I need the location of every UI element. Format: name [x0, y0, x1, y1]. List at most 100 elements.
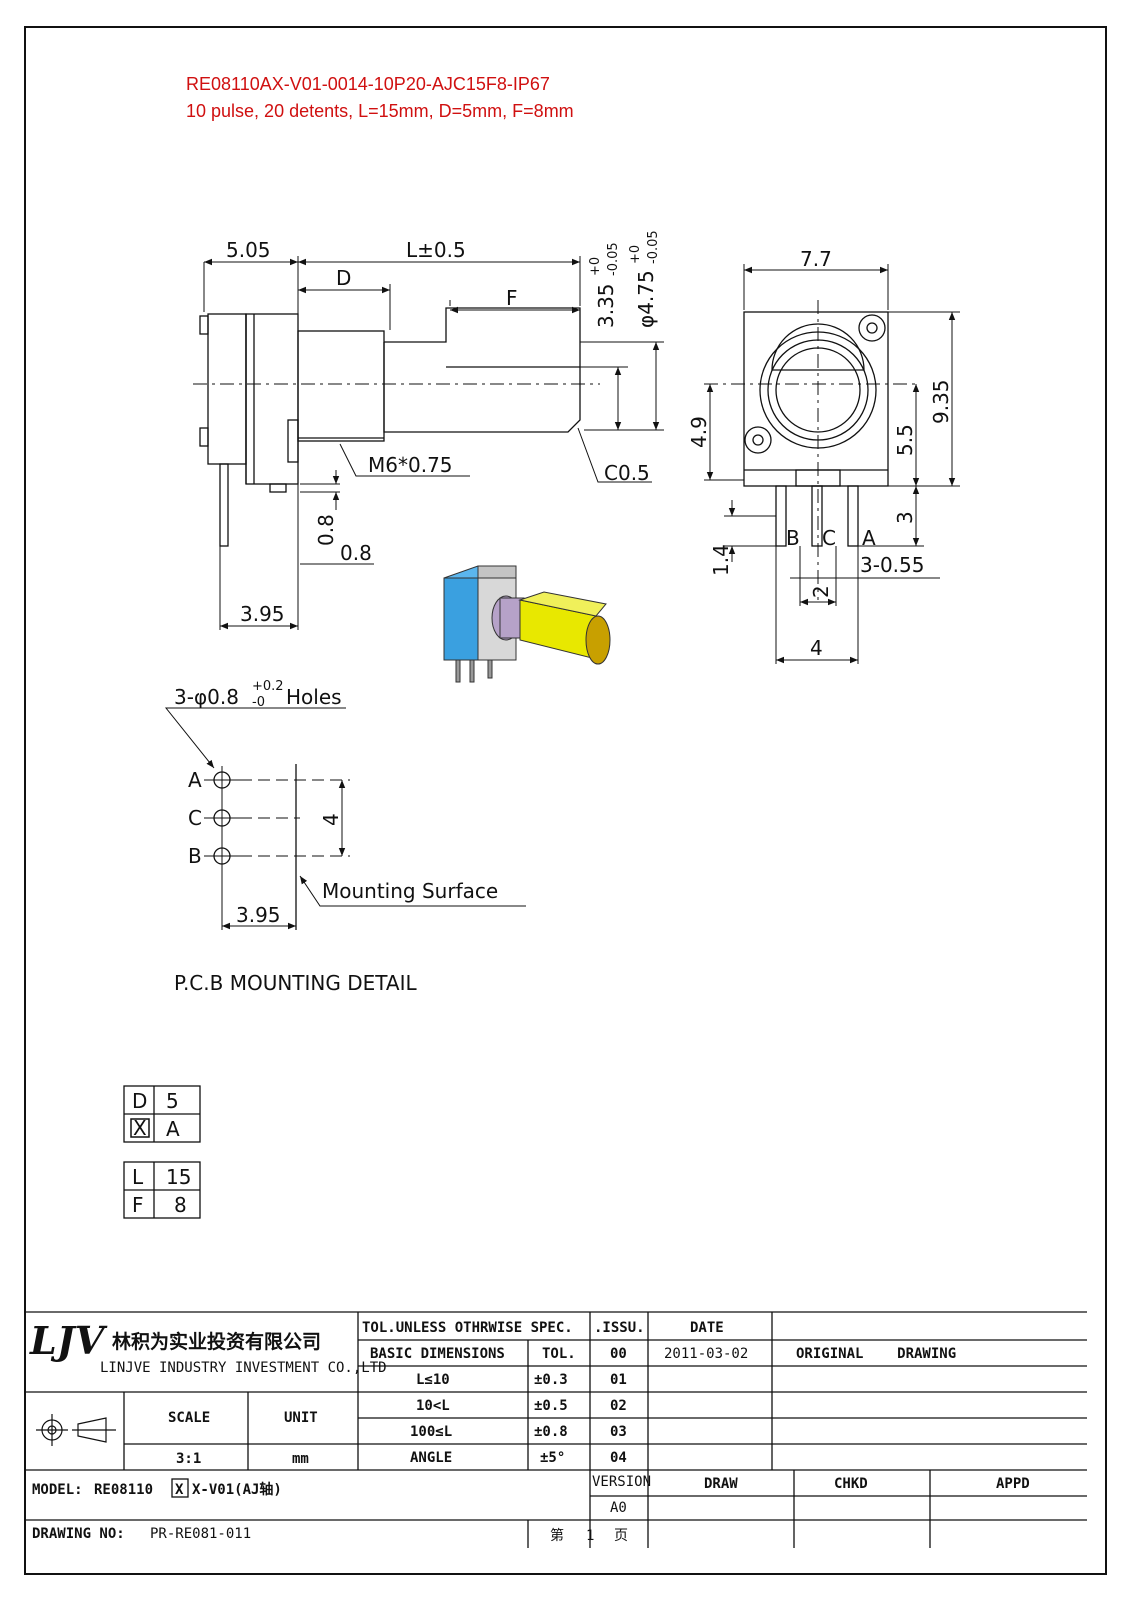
side-bushing — [297, 330, 385, 442]
svg-text:F: F — [132, 1193, 144, 1217]
svg-text:X: X — [175, 1482, 184, 1498]
svg-text:DRAWING NO:: DRAWING NO: — [32, 1526, 125, 1542]
svg-text:A: A — [862, 526, 876, 550]
svg-text:100≤L: 100≤L — [410, 1424, 452, 1440]
pcb-detail-title: P.C.B MOUNTING DETAIL — [174, 971, 418, 995]
svg-text:±0.5: ±0.5 — [534, 1398, 568, 1414]
company-name-cn: 林积为实业投资有限公司 — [112, 1330, 321, 1353]
dim-14: 1.4 — [709, 544, 733, 576]
svg-text:±0.3: ±0.3 — [534, 1372, 568, 1388]
svg-text:1: 1 — [586, 1528, 594, 1544]
svg-text:02: 02 — [610, 1398, 627, 1414]
dim-body: 5.05 — [226, 238, 271, 262]
front-pin-a — [847, 485, 859, 547]
svg-text:8: 8 — [174, 1193, 187, 1217]
dim-flat: 3.35 — [594, 283, 618, 328]
dim-height: 9.35 — [929, 379, 953, 424]
svg-text:15: 15 — [166, 1165, 191, 1189]
side-view: 5.05 L±0.5 D F 3.35 +0 -0.05 φ4.75 +0 -0… — [193, 230, 664, 630]
part-number-title: RE08110AX-V01-0014-10P20-AJC15F8-IP67 — [186, 74, 550, 94]
svg-text:B: B — [188, 844, 202, 868]
svg-text:SCALE: SCALE — [168, 1410, 210, 1426]
svg-text:DATE: DATE — [690, 1320, 724, 1336]
svg-text:L: L — [132, 1165, 144, 1189]
svg-text:+0: +0 — [588, 257, 603, 276]
dim-f: F — [506, 286, 518, 310]
drawing-frame — [24, 26, 1107, 1575]
dim-width: 7.7 — [800, 247, 832, 271]
svg-text:B: B — [786, 526, 800, 550]
dim-55: 5.5 — [893, 424, 917, 456]
svg-text:±5°: ±5° — [540, 1450, 565, 1466]
pcb-mounting-detail: 3-φ0.8 +0.2 -0 Holes A C B 4 Mounting Su… — [164, 679, 526, 995]
side-terminal — [219, 463, 229, 547]
svg-text:BASIC DIMENSIONS: BASIC DIMENSIONS — [370, 1346, 505, 1362]
company-logo: LJV — [29, 1318, 108, 1363]
svg-text:-0.05: -0.05 — [606, 242, 621, 276]
svg-text:00: 00 — [610, 1346, 627, 1362]
svg-text:mm: mm — [292, 1451, 309, 1467]
dim-shaft: φ4.75 — [634, 270, 658, 328]
svg-text:5: 5 — [166, 1089, 179, 1113]
svg-text:TOL.: TOL. — [542, 1346, 576, 1362]
thread-callout: M6*0.75 — [368, 453, 453, 477]
side-body-back — [207, 313, 247, 465]
front-pin-b — [775, 485, 787, 547]
svg-text:DRAW: DRAW — [704, 1476, 738, 1492]
spec-subtitle: 10 pulse, 20 detents, L=15mm, D=5mm, F=8… — [186, 101, 574, 121]
pin-width-callout: 3-0.55 — [860, 553, 924, 577]
front-view: B C A 7.7 9.35 5.5 3 4.9 — [687, 247, 960, 664]
svg-text:01: 01 — [610, 1372, 627, 1388]
svg-text:+0: +0 — [628, 245, 643, 264]
svg-text:+0.2: +0.2 — [252, 679, 284, 694]
svg-text:L≤10: L≤10 — [416, 1372, 450, 1388]
svg-text:A: A — [166, 1117, 180, 1141]
svg-text:X: X — [133, 1116, 147, 1140]
svg-text:±0.8: ±0.8 — [534, 1424, 568, 1440]
svg-text:10<L: 10<L — [416, 1398, 450, 1414]
svg-text:UNIT: UNIT — [284, 1410, 318, 1426]
svg-text:-0: -0 — [252, 695, 265, 710]
svg-text:.ISSU.: .ISSU. — [594, 1320, 645, 1336]
svg-text:页: 页 — [614, 1528, 628, 1544]
svg-text:04: 04 — [610, 1450, 627, 1466]
code-table-d: D 5 X A — [123, 1085, 201, 1143]
dim-4-front: 4 — [810, 636, 823, 660]
drawing-number: PR-RE081-011 — [150, 1526, 251, 1542]
mounting-surface-label: Mounting Surface — [322, 879, 498, 903]
svg-text:VERSION: VERSION — [592, 1474, 651, 1490]
svg-text:D: D — [132, 1089, 147, 1113]
title-block: LJV 林积为实业投资有限公司 LINJVE INDUSTRY INVESTME… — [24, 1311, 1087, 1548]
svg-text:2011-03-02: 2011-03-02 — [664, 1346, 748, 1362]
dim-length: L±0.5 — [406, 238, 466, 262]
encoder-3d-render — [443, 565, 611, 683]
svg-text:APPD: APPD — [996, 1476, 1030, 1492]
svg-text:RE08110: RE08110 — [94, 1482, 153, 1498]
chamfer-callout: C0.5 — [604, 461, 650, 485]
dim-395-pcb: 3.95 — [236, 903, 281, 927]
svg-text:TOL.UNLESS OTHRWISE SPEC.: TOL.UNLESS OTHRWISE SPEC. — [362, 1320, 573, 1336]
dim-395-side: 3.95 — [240, 602, 285, 626]
code-table-lf: L 15 F 8 — [123, 1161, 201, 1219]
dim-4-pcb: 4 — [319, 813, 343, 826]
dim-2: 2 — [809, 585, 833, 598]
company-name-en: LINJVE INDUSTRY INVESTMENT CO.,LTD — [100, 1360, 387, 1376]
svg-text:3:1: 3:1 — [176, 1451, 201, 1467]
svg-text:03: 03 — [610, 1424, 627, 1440]
dim-d: D — [336, 266, 351, 290]
dim-08-vertical: 0.8 — [314, 514, 338, 546]
front-body — [743, 311, 889, 487]
svg-text:MODEL:: MODEL: — [32, 1482, 83, 1498]
svg-text:C: C — [822, 526, 836, 550]
svg-text:C: C — [188, 806, 202, 830]
holes-callout: 3-φ0.8 — [174, 685, 239, 709]
svg-text:X-V01(AJ轴): X-V01(AJ轴) — [192, 1481, 282, 1498]
side-shaft — [383, 307, 581, 433]
svg-text:CHKD: CHKD — [834, 1476, 868, 1492]
front-pin-c — [811, 485, 823, 547]
svg-text:第: 第 — [550, 1527, 564, 1544]
svg-text:A0: A0 — [610, 1500, 627, 1516]
svg-text:Holes: Holes — [286, 685, 342, 709]
svg-text:A: A — [188, 768, 202, 792]
